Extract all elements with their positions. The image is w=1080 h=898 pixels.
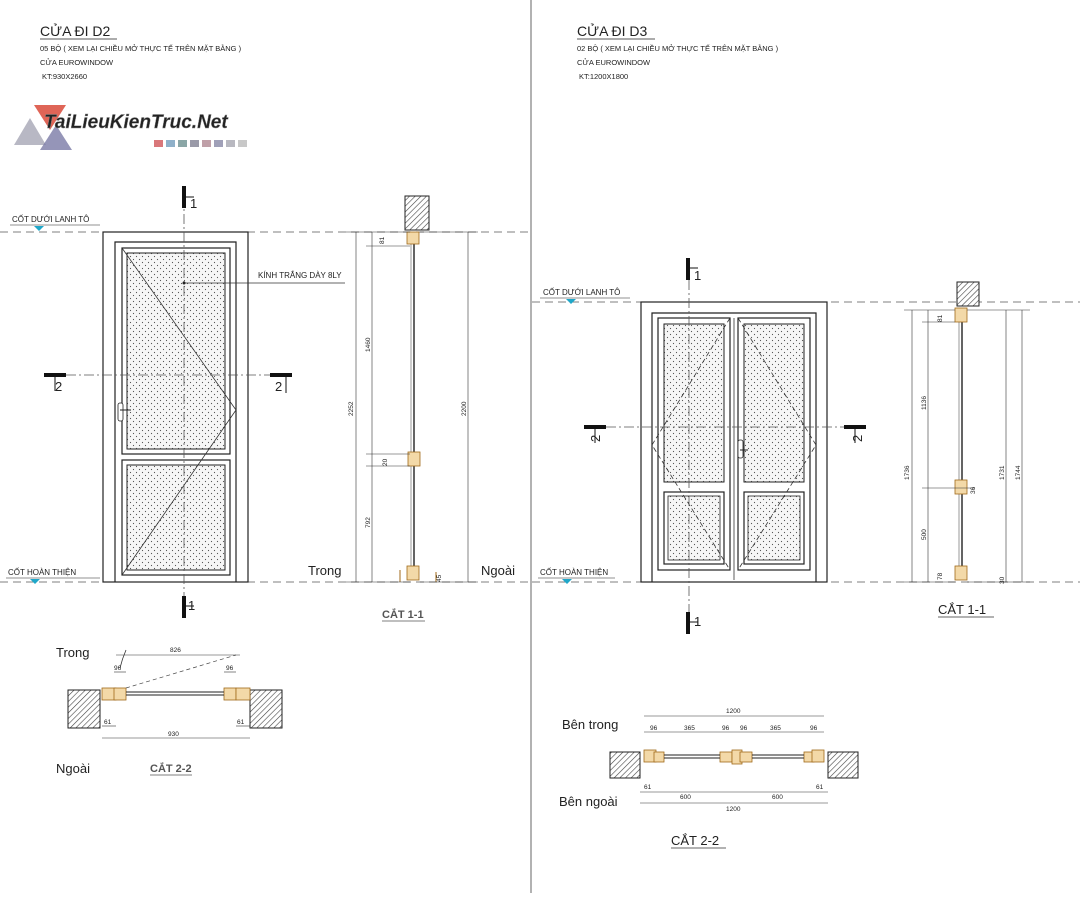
d3-plan-top-dim: 96: [740, 725, 748, 732]
d3-section11-title: CẮT 1-1: [938, 602, 986, 617]
d3-plan-bottom-dim: 600: [680, 794, 691, 801]
d3-section22-title: CẮT 2-2: [671, 833, 719, 848]
d3-plan-top-dim: 365: [770, 725, 781, 732]
d2-dim: 1460: [365, 337, 372, 352]
d3-dim: 36: [970, 486, 977, 494]
d3-plan-top-dim: 96: [722, 725, 730, 732]
d3-plan-bottom-total: 1200: [726, 806, 741, 813]
d3-dim: 1744: [1015, 465, 1022, 480]
d2-note-brand: CỬA EUROWINDOW: [40, 58, 114, 67]
d3-cut1-top: 1: [694, 268, 701, 283]
d2-level-bottom-label: CỐT HOÀN THIỆN: [8, 567, 76, 577]
d3-level-bottom-label: CỐT HOÀN THIỆN: [540, 567, 608, 577]
d3-cut2-left: 2: [588, 435, 603, 442]
d3-dim: 500: [921, 529, 928, 540]
d3-dim: 81: [937, 314, 944, 322]
d2-section11-title: CẮT 1-1: [382, 608, 424, 621]
d2-section-2-2: Trong Ngoài 826 96 96 61 61 930 CẮT 2-2: [56, 645, 283, 776]
d3-plan-top-dim: 96: [650, 725, 658, 732]
d2-dim: 2252: [348, 401, 355, 416]
d2-elevation: CỐT DƯỚI LANH TÔ CỐT HOÀN THIỆN 1 1 2: [0, 186, 530, 618]
d3-plan-bottom-dim: 600: [772, 794, 783, 801]
d2-note-size: KT:930X2660: [42, 72, 87, 81]
d2-level-top-label: CỐT DƯỚI LANH TÔ: [12, 214, 89, 224]
d2-cut1-bottom: 1: [188, 598, 195, 613]
level-marker-icon: [562, 579, 572, 584]
logo-text: TaiLieuKienTruc.Net: [44, 112, 228, 133]
door-handle-icon: [117, 402, 124, 422]
d2-cut2-left: 2: [55, 379, 62, 394]
d2-plan-dim: 96: [226, 665, 234, 672]
d3-plan-bottom-dim: 61: [644, 784, 652, 791]
d2-cut1-top: 1: [190, 196, 197, 211]
d2-inside-label: Trong: [308, 563, 341, 578]
d2-dim: 792: [365, 517, 372, 528]
d3-note-quantity: 02 BỘ ( XEM LẠI CHIỀU MỞ THỰC TẾ TRÊN MẶ…: [577, 43, 779, 53]
d3-plan-outside-label: Bên ngoài: [559, 794, 618, 809]
d2-plan-inside-label: Trong: [56, 645, 89, 660]
d3-cut2-right: 2: [850, 435, 865, 442]
d3-plan-top-total: 1200: [726, 708, 741, 715]
d3-plan-inside-label: Bên trong: [562, 717, 618, 732]
d3-dim: 1731: [999, 465, 1006, 480]
d2-section22-title: CẮT 2-2: [150, 762, 192, 775]
d2-plan-dim: 61: [237, 719, 245, 726]
d3-section-1-1: 81 1136 1736 1731 1744 36 500 78 30 CẮT …: [904, 281, 1030, 618]
d3-plan-top-dim: 365: [684, 725, 695, 732]
d3-section-2-2: Bên trong Bên ngoài 1200 96 365 96 96 36…: [559, 708, 859, 849]
d2-outside-label: Ngoài: [481, 563, 515, 578]
d2-dim: 81: [379, 236, 386, 244]
d2-note-quantity: 05 BỘ ( XEM LẠI CHIỀU MỞ THỰC TẾ TRÊN MẶ…: [40, 43, 242, 53]
d3-title: CỬA ĐI D3: [577, 22, 648, 39]
d2-plan-dim: 61: [104, 719, 112, 726]
level-marker-icon: [566, 299, 576, 304]
d3-cut1-bottom: 1: [694, 614, 701, 629]
d2-section-1-1: 81 1460 2252 2200 20 792 45 Trong Ngoài …: [308, 195, 515, 622]
d2-plan-dim: 96: [114, 665, 122, 672]
level-marker-icon: [34, 226, 44, 231]
level-marker-icon: [30, 579, 40, 584]
d2-dim: 45: [436, 574, 443, 582]
d2-plan-dim: 930: [168, 731, 179, 738]
d3-header: CỬA ĐI D3 02 BỘ ( XEM LẠI CHIỀU MỞ THỰC …: [577, 22, 779, 81]
d2-cut2-right: 2: [275, 379, 282, 394]
d3-note-brand: CỬA EUROWINDOW: [577, 58, 651, 67]
d3-note-size: KT:1200X1800: [579, 72, 628, 81]
door-handle-icon: [737, 439, 744, 459]
d2-dim: 20: [382, 458, 389, 466]
d3-dim: 1136: [921, 396, 928, 410]
d2-header: CỬA ĐI D2 05 BỘ ( XEM LẠI CHIỀU MỞ THỰC …: [40, 22, 242, 81]
d2-plan-dim: 826: [170, 647, 181, 654]
watermark-logo: TaiLieuKienTruc.Net: [14, 105, 247, 150]
d3-level-top-label: CỐT DƯỚI LANH TÔ: [543, 287, 620, 297]
d3-elevation: CỐT DƯỚI LANH TÔ CỐT HOÀN THIỆN 1 1: [532, 258, 1080, 634]
d2-plan-outside-label: Ngoài: [56, 761, 90, 776]
d2-dim: 2200: [461, 401, 468, 416]
d2-title: CỬA ĐI D2: [40, 22, 111, 39]
d3-dim: 30: [999, 576, 1006, 584]
d3-plan-top-dim: 96: [810, 725, 818, 732]
d2-glass-label: KÍNH TRẮNG DÀY 8LY: [258, 271, 342, 280]
d3-dim: 1736: [904, 465, 911, 480]
d3-dim: 78: [937, 572, 944, 580]
d3-plan-bottom-dim: 61: [816, 784, 824, 791]
